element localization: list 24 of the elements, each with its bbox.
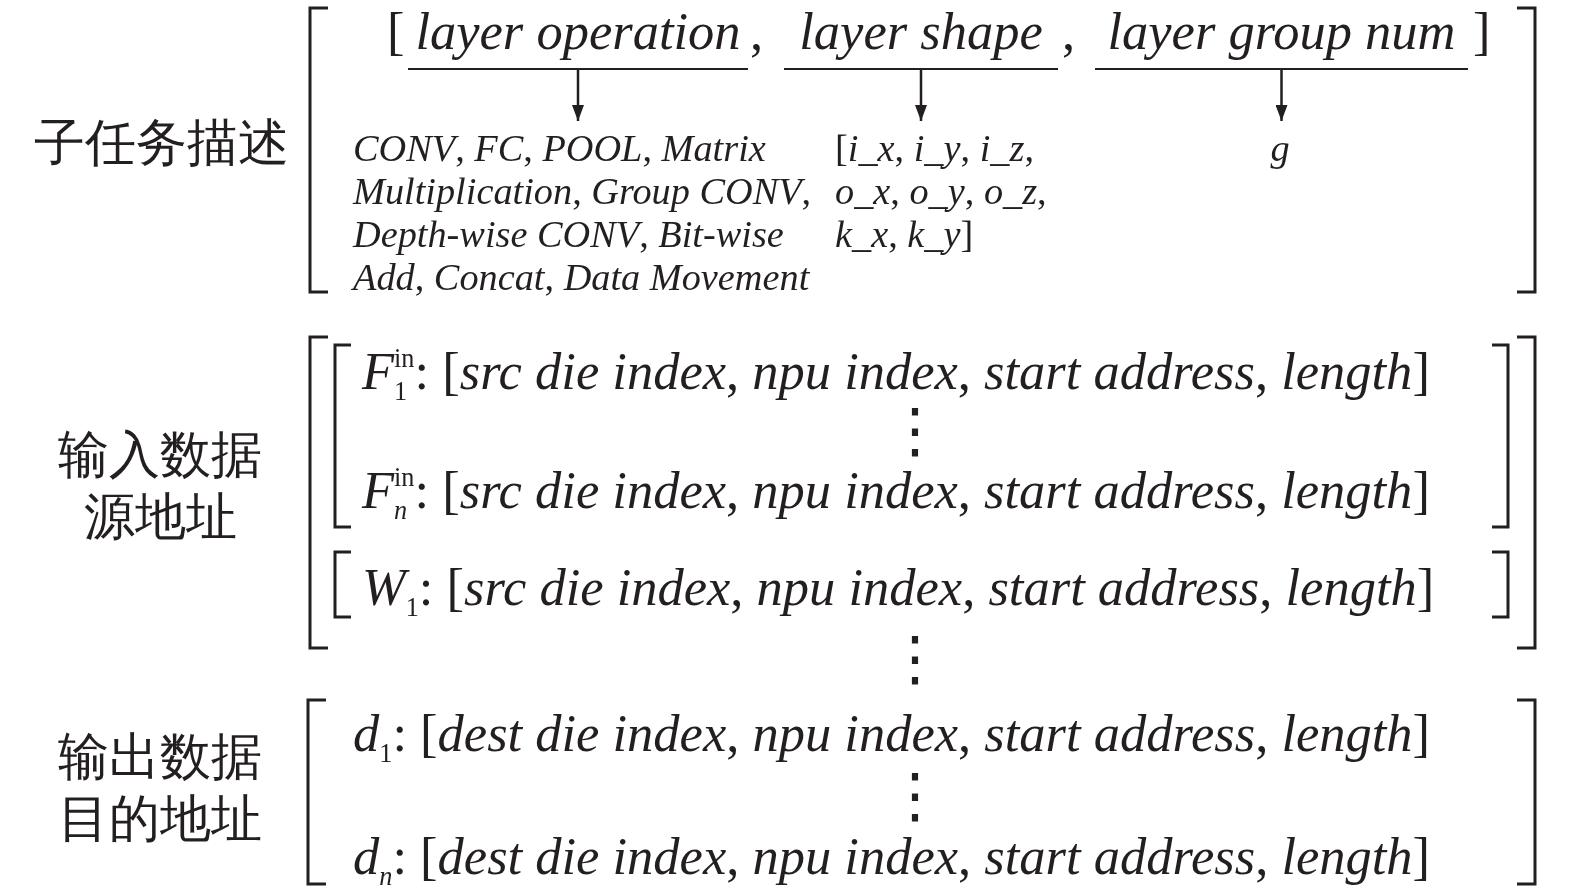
address-entry: d$_{1}$: [dest die index, npu index, start address, length] <box>353 707 1431 760</box>
bracket-text: [ <box>387 5 405 58</box>
row-heading: 输入数据源地址 <box>57 424 263 548</box>
comma-text: , <box>1062 5 1076 58</box>
arrow <box>915 70 927 121</box>
bracket-text: ] <box>1473 5 1491 58</box>
field-values: g <box>1240 121 1320 170</box>
row-heading: 输出数据目的地址 <box>57 726 263 850</box>
address-entry: F$_{1}$$^{in}$: [src die index, npu index, start address, length] <box>362 345 1430 398</box>
comma-text: , <box>750 5 764 58</box>
underlined-field-name: layer operation <box>408 5 748 70</box>
row-heading: 子任务描述 <box>32 117 290 168</box>
vertical-ellipsis: ⋮ <box>885 765 925 825</box>
address-entry: W$_{1}$: [src die index, npu index, start address, length] <box>362 561 1435 614</box>
field-values: CONV, FC, POOL, Matrix Multiplication, Group CONV, Depth-wise CONV, Bit-wise Add, Concat, Data Movement <box>353 121 835 299</box>
arrow <box>1275 70 1288 121</box>
address-entry: d$_{n}$: [dest die index, npu index, start address, length] <box>353 830 1431 883</box>
address-entry: F$_{n}$$^{in}$: [src die index, npu index, start address, length] <box>362 464 1430 517</box>
arrow <box>572 70 584 121</box>
underlined-field-name: layer group num <box>1095 5 1468 70</box>
vertical-ellipsis: ⋮ <box>885 400 925 460</box>
field-values: [i_x, i_y, i_z, o_x, o_y, o_z, k_x, k_y] <box>835 121 1071 256</box>
underlined-field-name: layer shape <box>784 5 1058 70</box>
vertical-ellipsis: ⋮ <box>885 628 925 688</box>
